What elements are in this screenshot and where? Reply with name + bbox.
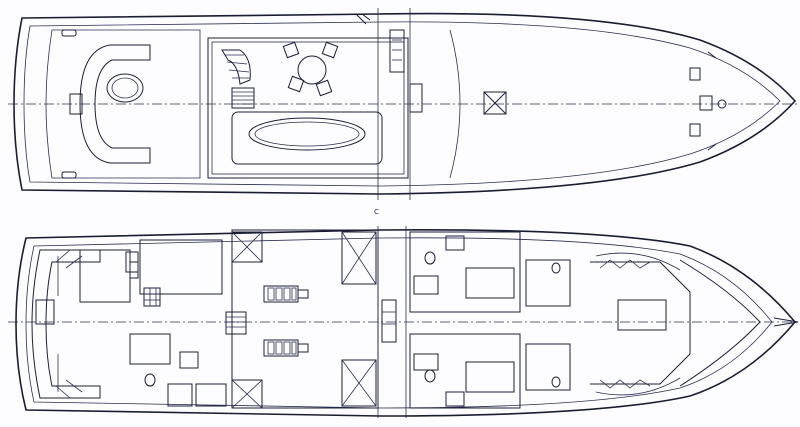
crossed-box bbox=[341, 359, 377, 407]
chair bbox=[282, 41, 300, 59]
bow-winch bbox=[689, 123, 701, 137]
engine-port bbox=[263, 285, 309, 303]
galley bbox=[139, 239, 223, 295]
helm-console bbox=[389, 29, 405, 73]
upper-hull-outline bbox=[13, 12, 797, 195]
stair bbox=[225, 311, 247, 335]
lower-hull-outline bbox=[15, 229, 797, 417]
chair bbox=[287, 75, 305, 93]
crossed-box bbox=[341, 231, 377, 285]
aft-deck-rail bbox=[45, 29, 201, 179]
forward-v-berth bbox=[590, 261, 691, 385]
bow-winch bbox=[689, 67, 701, 81]
guest-cabin-stbd bbox=[409, 333, 521, 409]
jacuzzi bbox=[248, 117, 366, 151]
aft-winch-stbd bbox=[61, 171, 77, 179]
crossed-box bbox=[231, 231, 263, 263]
chair bbox=[315, 79, 333, 97]
upper-gunwale-line bbox=[23, 21, 781, 187]
upper-deckhouse bbox=[207, 37, 409, 179]
aft-cabin bbox=[79, 249, 131, 303]
engine-stbd bbox=[263, 339, 309, 357]
chair bbox=[321, 41, 339, 59]
engine-room bbox=[231, 229, 379, 409]
forward-head-port bbox=[525, 259, 571, 307]
lower-inner-hull bbox=[25, 237, 773, 409]
aft-head bbox=[129, 333, 171, 365]
upper-deck-plan bbox=[8, 8, 798, 200]
tank bbox=[381, 299, 397, 343]
section-marker: C bbox=[374, 208, 379, 216]
berth bbox=[465, 361, 515, 393]
jacuzzi-surround bbox=[231, 111, 383, 165]
flybridge-table bbox=[297, 55, 327, 85]
guest-cabin-port bbox=[409, 231, 521, 313]
crossed-box bbox=[231, 379, 263, 409]
aft-round-table bbox=[106, 73, 144, 103]
aft-salon-seating bbox=[31, 249, 101, 399]
stair-down bbox=[231, 87, 255, 109]
forward-hatch bbox=[483, 91, 507, 115]
aft-winch-port bbox=[61, 29, 77, 37]
forward-head-stbd bbox=[525, 343, 571, 391]
lower-deck-plan bbox=[8, 226, 799, 418]
aft-curved-sofa bbox=[79, 44, 151, 164]
berth bbox=[465, 267, 515, 299]
